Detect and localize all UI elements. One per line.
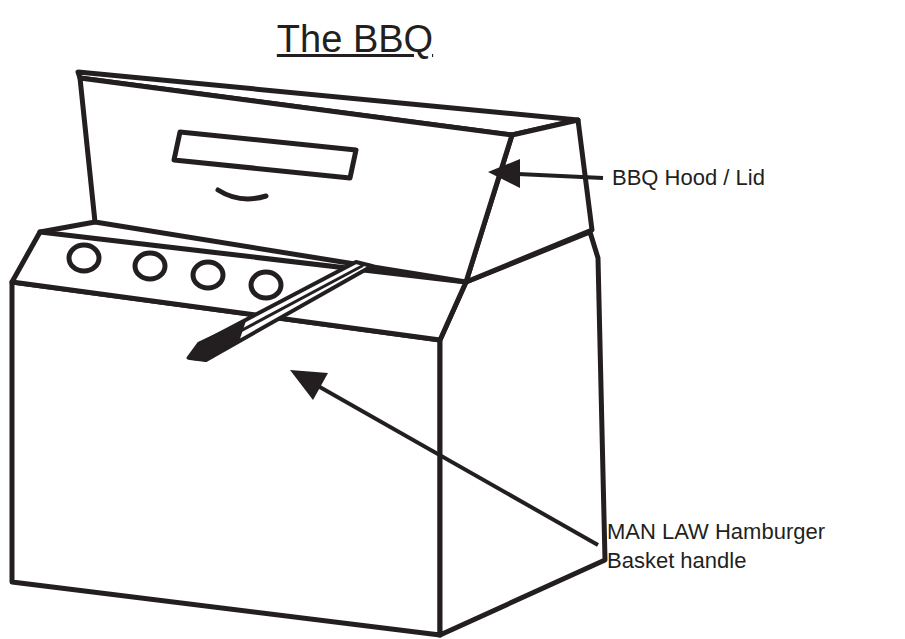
lid-handle [218,190,266,199]
leader-line [518,174,603,178]
arrow-head [290,370,328,400]
label-area: MAN LAW Hamburger Basket handle [607,517,839,575]
title-area: The BBQ [0,16,710,62]
hood-window [174,132,356,178]
control-knob [251,272,281,298]
part-label: BBQ Hood / Lid [612,164,765,192]
label-area: BBQ Hood / Lid [612,164,765,192]
bbq-body-side [440,232,605,635]
arrow-head [488,159,520,188]
control-knob [193,262,223,288]
control-knob [135,253,165,279]
basket-handle-grip [188,322,244,360]
part-label: MAN LAW Hamburger Basket handle [607,517,839,575]
diagram-title: The BBQ [0,16,710,62]
bbq-body-front [12,282,440,635]
hood-lip [40,222,95,232]
control-knob [69,245,99,271]
leader-line [318,386,598,545]
hood-front [80,78,512,282]
